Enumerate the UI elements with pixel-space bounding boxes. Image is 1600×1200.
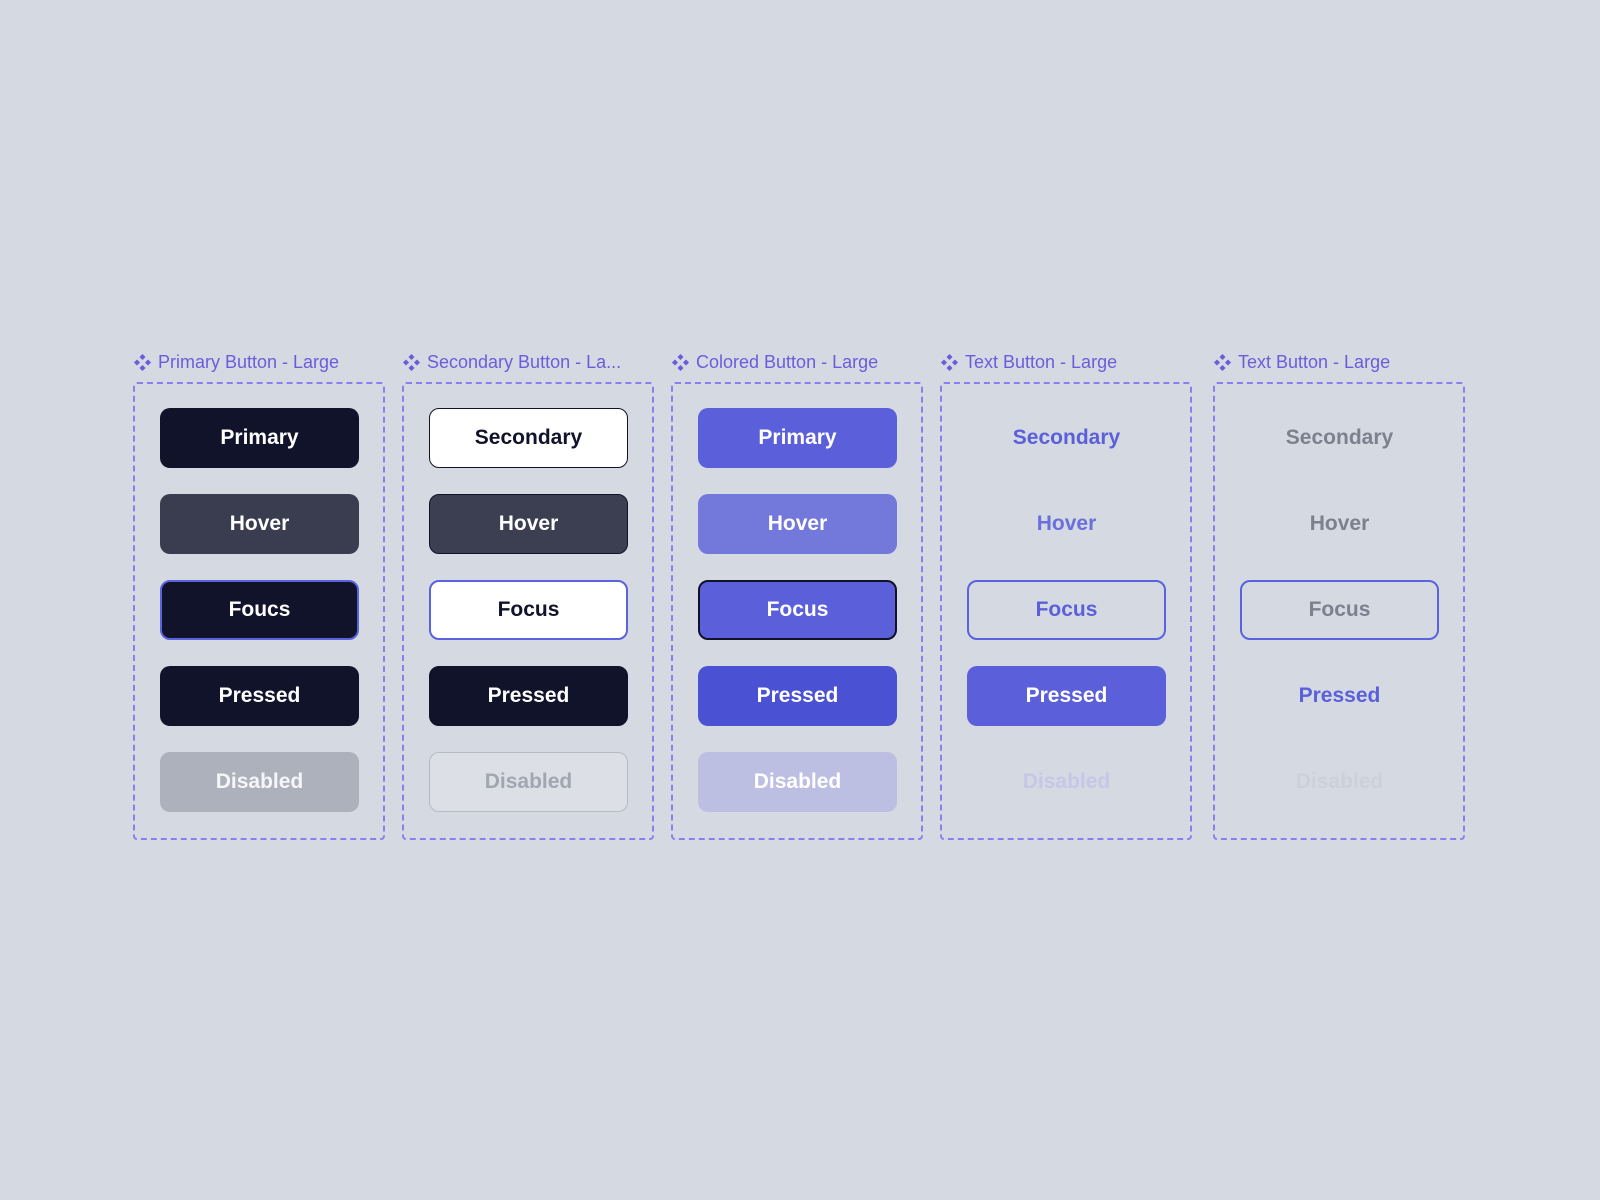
primary-button-hover[interactable]: Hover [160,494,359,554]
secondary-button-disabled: Disabled [429,752,628,812]
secondary-button-hover[interactable]: Hover [429,494,628,554]
text-button-hover[interactable]: Hover [1036,512,1097,535]
secondary-button-focus[interactable]: Focus [429,580,628,640]
text-button-neutral-focus[interactable]: Focus [1240,580,1439,640]
component-diamond-icon [1213,353,1232,371]
component-diamond-icon [133,353,152,371]
variant-text-button-large: Text Button - Large Secondary Hover Focu… [940,351,1192,840]
component-frame: Secondary Hover Focus Pressed Disabled [1213,382,1465,840]
text-button-default[interactable]: Secondary [1012,426,1121,449]
component-diamond-icon [940,353,959,371]
component-frame: Primary Hover Foucs Pressed Disabled [133,382,385,840]
variant-primary-button-large: Primary Button - Large Primary Hover Fou… [133,351,385,840]
primary-button-focus[interactable]: Foucs [160,580,359,640]
secondary-button-default[interactable]: Secondary [429,408,628,468]
secondary-button-pressed[interactable]: Pressed [429,666,628,726]
colored-button-default[interactable]: Primary [698,408,897,468]
variant-label[interactable]: Text Button - Large [1213,351,1465,373]
variant-label[interactable]: Text Button - Large [940,351,1192,373]
variant-colored-button-large: Colored Button - Large Primary Hover Foc… [671,351,923,840]
component-diamond-icon [671,353,690,371]
text-button-focus[interactable]: Focus [967,580,1166,640]
component-frame: Secondary Hover Focus Pressed Disabled [940,382,1192,840]
variant-secondary-button-large: Secondary Button - La... Secondary Hover… [402,351,654,840]
colored-button-disabled: Disabled [698,752,897,812]
variant-text-button-large-neutral: Text Button - Large Secondary Hover Focu… [1213,351,1465,840]
text-button-neutral-default[interactable]: Secondary [1285,426,1394,449]
colored-button-focus[interactable]: Focus [698,580,897,640]
primary-button-default[interactable]: Primary [160,408,359,468]
text-button-neutral-hover[interactable]: Hover [1309,512,1370,535]
colored-button-pressed[interactable]: Pressed [698,666,897,726]
text-button-pressed[interactable]: Pressed [967,666,1166,726]
primary-button-pressed[interactable]: Pressed [160,666,359,726]
component-frame: Primary Hover Focus Pressed Disabled [671,382,923,840]
text-button-disabled: Disabled [1022,770,1111,793]
variant-label-text: Text Button - Large [965,351,1118,372]
variant-label[interactable]: Secondary Button - La... [402,351,654,373]
variant-label-text: Secondary Button - La... [427,351,622,372]
component-frame: Secondary Hover Focus Pressed Disabled [402,382,654,840]
variant-label-text: Text Button - Large [1238,351,1391,372]
text-button-neutral-pressed[interactable]: Pressed [1298,684,1381,707]
variant-label[interactable]: Colored Button - Large [671,351,923,373]
component-diamond-icon [402,353,421,371]
text-button-neutral-disabled: Disabled [1295,770,1384,793]
variant-label-text: Colored Button - Large [696,351,879,372]
colored-button-hover[interactable]: Hover [698,494,897,554]
primary-button-disabled: Disabled [160,752,359,812]
variant-label-text: Primary Button - Large [158,351,340,372]
variant-label[interactable]: Primary Button - Large [133,351,385,373]
